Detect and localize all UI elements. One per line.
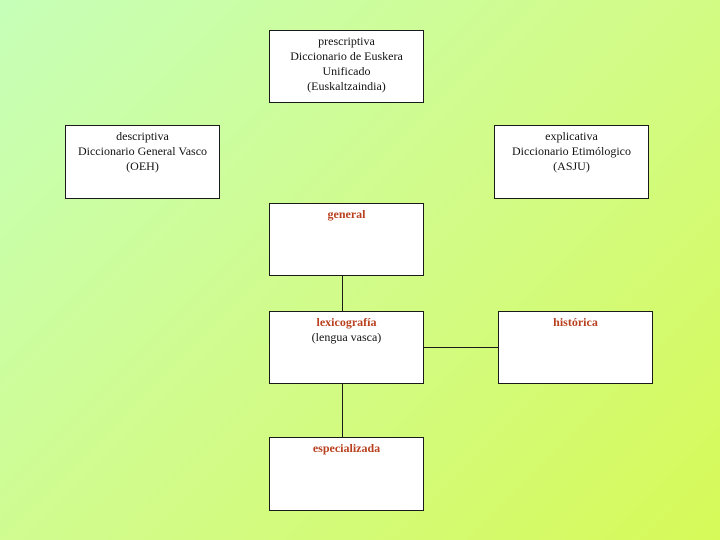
connector-lexicografia-historica xyxy=(424,347,498,348)
box-descriptiva: descriptiva Diccionario General Vasco (O… xyxy=(65,125,220,199)
box-prescriptiva: prescriptiva Diccionario de Euskera Unif… xyxy=(269,30,424,103)
prescriptiva-label: prescriptiva xyxy=(318,34,375,48)
prescriptiva-dictionary-name-cont: Unificado xyxy=(322,64,371,78)
box-lexicografia: lexicografía (lengua vasca) xyxy=(269,311,424,384)
lexicografia-sublabel: (lengua vasca) xyxy=(311,330,382,344)
descriptiva-label: descriptiva xyxy=(116,129,169,143)
general-label: general xyxy=(327,207,366,221)
connector-lexicografia-especializada xyxy=(342,384,343,437)
descriptiva-dictionary-name: Diccionario General Vasco xyxy=(77,144,208,158)
explicativa-source: (ASJU) xyxy=(553,159,590,173)
descriptiva-source: (OEH) xyxy=(126,159,159,173)
especializada-label: especializada xyxy=(312,441,381,455)
connector-general-lexicografia xyxy=(342,276,343,311)
box-historica: histórica xyxy=(498,311,653,384)
box-especializada: especializada xyxy=(269,437,424,511)
lexicografia-label: lexicografía xyxy=(316,315,377,329)
prescriptiva-source: (Euskaltzaindia) xyxy=(307,79,386,93)
box-general: general xyxy=(269,203,424,276)
prescriptiva-dictionary-name: Diccionario de Euskera xyxy=(290,49,403,63)
explicativa-dictionary-name: Diccionario Etimólogico xyxy=(512,144,631,158)
explicativa-label: explicativa xyxy=(545,129,598,143)
historica-label: histórica xyxy=(553,315,598,329)
box-explicativa: explicativa Diccionario Etimólogico (ASJ… xyxy=(494,125,649,199)
